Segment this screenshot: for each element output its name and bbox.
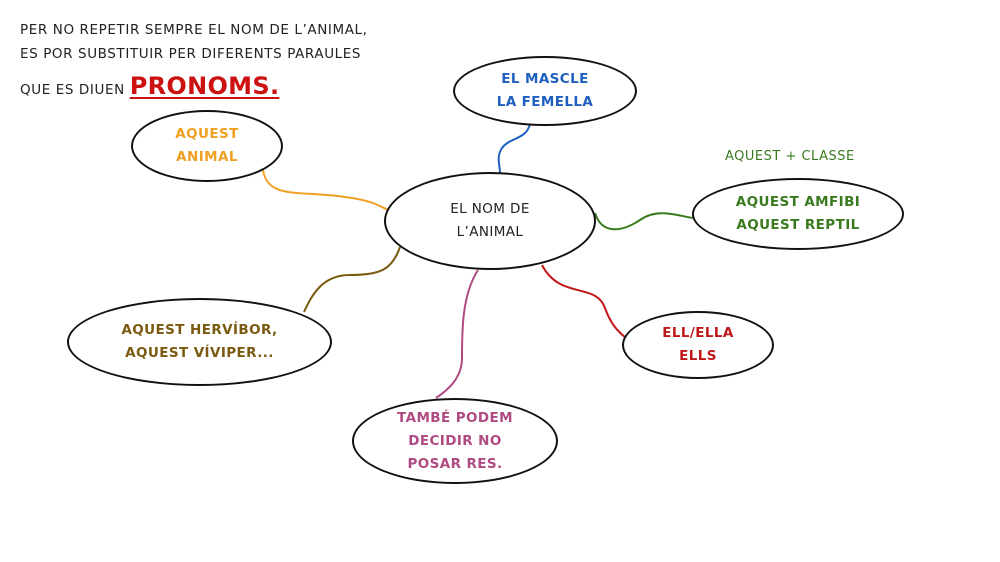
node-amfibi-reptil: AQUEST AMFIBI AQUEST REPTIL — [692, 178, 904, 250]
node-posar-res: TAMBÉ PODEM DECIDIR NO POSAR RES. — [352, 398, 558, 484]
center-line-1: EL NOM DE — [450, 201, 530, 217]
center-node: EL NOM DE L’ANIMAL — [384, 172, 596, 270]
node-mascle-femella: EL MASCLE LA FEMELLA — [453, 56, 637, 126]
res-line-3: POSAR RES. — [407, 455, 503, 472]
intro-line-3-text: QUE ES DIUEN — [20, 82, 125, 98]
connector-mascle — [497, 123, 531, 174]
res-line-2: DECIDIR NO — [408, 432, 502, 449]
connector-ell — [541, 264, 627, 339]
classe-line-2: AQUEST REPTIL — [736, 217, 860, 233]
connector-aquest-animal — [262, 169, 389, 211]
mascle-line-1: EL MASCLE — [501, 71, 589, 87]
classe-line-1: AQUEST AMFIBI — [735, 194, 861, 210]
pronoms-heading: PRONOMS. — [129, 72, 280, 100]
aquest-animal-line-1: AQUEST — [175, 126, 239, 142]
hervibor-line-2: AQUEST VÍVIPER... — [125, 345, 274, 361]
center-line-2: L’ANIMAL — [456, 224, 524, 240]
hervibor-line-1: AQUEST HERVÍBOR, — [121, 322, 278, 338]
connector-hervibor — [303, 246, 401, 313]
aquest-animal-line-2: ANIMAL — [176, 149, 238, 165]
intro-line-3: QUE ES DIUEN PRONOMS. — [20, 72, 279, 100]
res-line-1: TAMBÉ PODEM — [397, 409, 513, 426]
mascle-line-2: LA FEMELLA — [496, 94, 594, 110]
classe-label: AQUEST + CLASSE — [725, 149, 855, 164]
intro-line-2: ES POR SUBSTITUIR PER DIFERENTS PARAULES — [20, 46, 362, 62]
ell-line-1: ELL/ELLA — [662, 325, 734, 341]
node-hervibor-viviper: AQUEST HERVÍBOR, AQUEST VÍVIPER... — [67, 298, 332, 386]
node-aquest-animal: AQUEST ANIMAL — [131, 110, 283, 182]
connector-classe — [594, 212, 694, 231]
node-ell-ella: ELL/ELLA ELLS — [622, 311, 774, 379]
connector-res — [435, 269, 479, 399]
intro-line-1: PER NO REPETIR SEMPRE EL NOM DE L’ANIMAL… — [20, 22, 368, 38]
ell-line-2: ELLS — [679, 348, 717, 364]
